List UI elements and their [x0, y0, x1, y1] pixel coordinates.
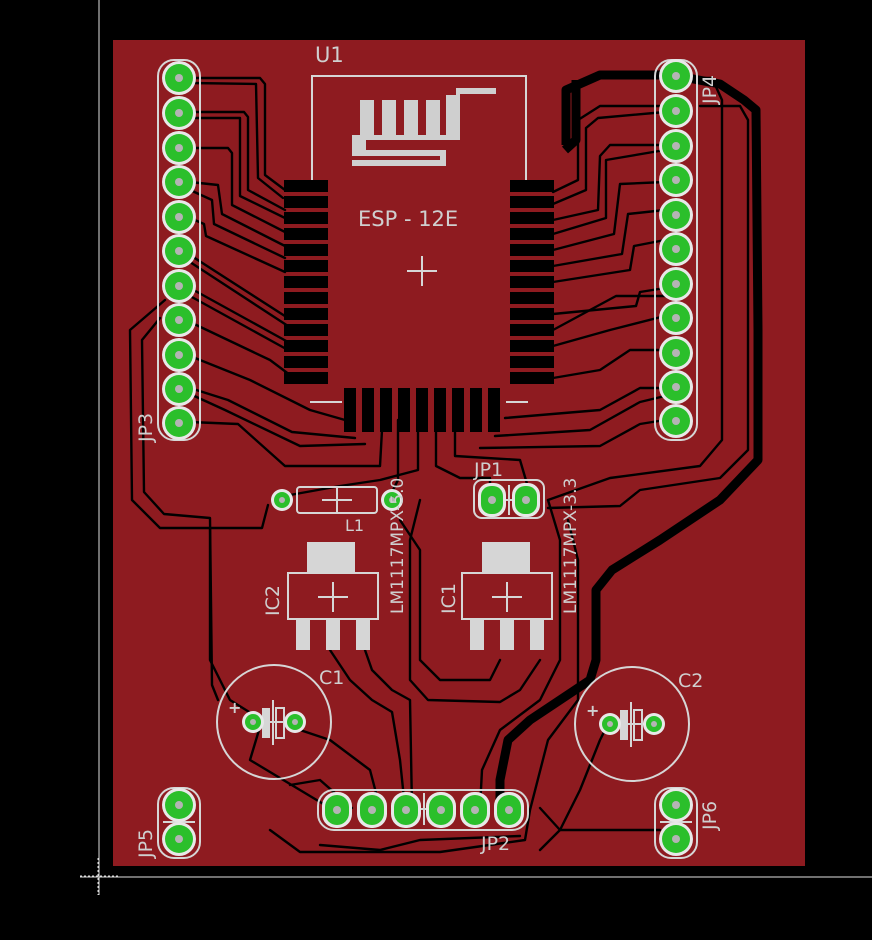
c2-outline [574, 666, 690, 782]
jp1-pins [478, 483, 540, 517]
jp1-outline [473, 479, 545, 519]
ic1-value-label: LM1117MPX-3.3 [561, 478, 581, 614]
copper-pour [113, 40, 805, 866]
ic2-value-label: LM1117MPX-5.0 [388, 478, 408, 614]
u1-ref-label: U1 [315, 43, 344, 67]
jp6-ref-label: JP6 [699, 801, 721, 831]
jp4-pins [659, 59, 693, 438]
jp5-ref-label: JP5 [135, 829, 157, 859]
jp2-pins [322, 792, 524, 828]
ic1-outline [461, 572, 553, 620]
u1-outline [311, 75, 527, 180]
u1-value-label: ESP - 12E [358, 207, 458, 231]
jp4-ref-label: JP4 [699, 75, 721, 105]
jp3-pins [162, 61, 196, 440]
jp5-pins [162, 788, 196, 856]
jp6-pins [659, 788, 693, 856]
ic2-tab [307, 542, 355, 572]
c1-outline [216, 664, 332, 780]
ic2-ref-label: IC2 [262, 585, 284, 616]
c2-pins [599, 713, 665, 735]
l1-ref-label: L1 [345, 516, 364, 535]
ic1-ref-label: IC1 [438, 583, 460, 614]
jp2-outline [317, 789, 529, 831]
jp2-ref-label: JP2 [480, 833, 510, 855]
c2-ref-label: C2 [678, 670, 703, 692]
c2-polarity-label: + [586, 701, 599, 720]
traces [128, 70, 763, 854]
ic2-outline [287, 572, 379, 620]
c1-pins [242, 711, 306, 733]
u1-pads [284, 180, 554, 432]
through-hole-pads [162, 59, 693, 856]
l1-outline [296, 486, 378, 514]
ic1-tab [482, 542, 530, 572]
c1-polarity-label: + [228, 698, 241, 717]
l1-pins [271, 489, 403, 511]
jp3-ref-label: JP3 [135, 413, 157, 443]
jp1-ref-label: JP1 [473, 459, 503, 481]
origin-crosshair [80, 858, 120, 895]
labels: U1 ESP - 12E JP1 JP2 L1 C1 C2 + + JP3 JP… [135, 43, 721, 859]
antenna-icon [352, 88, 496, 166]
c1-ref-label: C1 [319, 667, 344, 689]
